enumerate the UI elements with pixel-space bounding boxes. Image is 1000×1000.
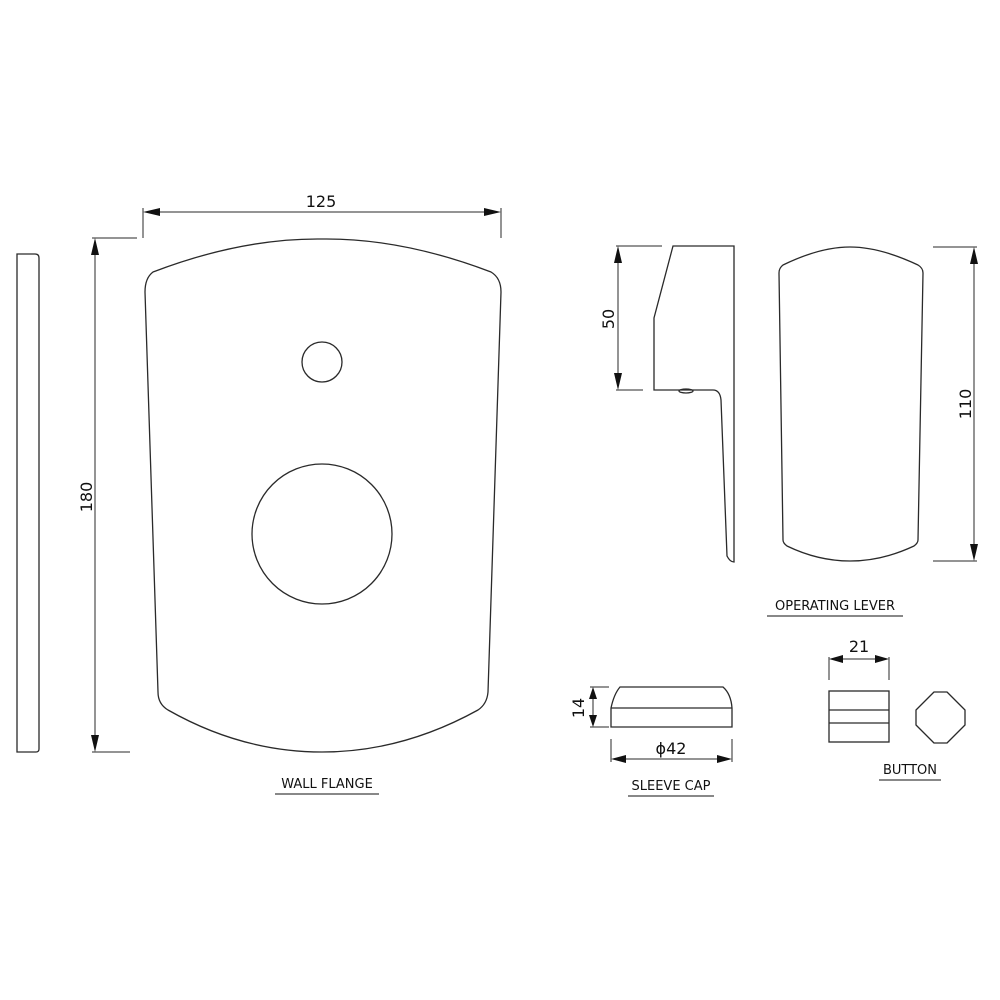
dimension-180: 180 <box>77 482 96 513</box>
dimension-21: 21 <box>849 637 869 656</box>
operating-lever-side-dimension: 50 <box>599 245 662 391</box>
operating-lever-label: OPERATING LEVER <box>775 599 895 614</box>
operating-lever-side-view <box>653 245 735 563</box>
sleeve-cap-label: SLEEVE CAP <box>632 779 711 794</box>
wall-flange-front-view <box>144 238 502 753</box>
set-screw <box>678 388 694 394</box>
dimension-diameter-42: ϕ42 <box>656 739 687 758</box>
dimension-50: 50 <box>599 309 618 329</box>
operating-lever-front-dimension: 110 <box>933 246 978 562</box>
wall-flange-height-dimension: 180 <box>77 237 137 753</box>
large-hole <box>251 463 393 605</box>
sleeve-cap-height-dimension: 14 <box>569 686 609 728</box>
operating-lever-front-view <box>778 246 924 562</box>
dimension-110: 110 <box>956 389 975 420</box>
button-width-dimension: 21 <box>828 637 890 680</box>
wall-flange-side-view <box>16 253 40 753</box>
small-hole <box>301 341 343 383</box>
sleeve-cap-view <box>610 686 733 728</box>
dimension-125: 125 <box>306 192 337 211</box>
wall-flange-width-dimension: 125 <box>142 192 502 238</box>
button-side-view <box>828 690 890 743</box>
button-top-view <box>915 691 966 744</box>
button-label: BUTTON <box>883 763 937 778</box>
wall-flange-label: WALL FLANGE <box>281 777 373 792</box>
dimension-14: 14 <box>569 698 588 718</box>
sleeve-cap-diameter-dimension: ϕ42 <box>610 739 733 763</box>
